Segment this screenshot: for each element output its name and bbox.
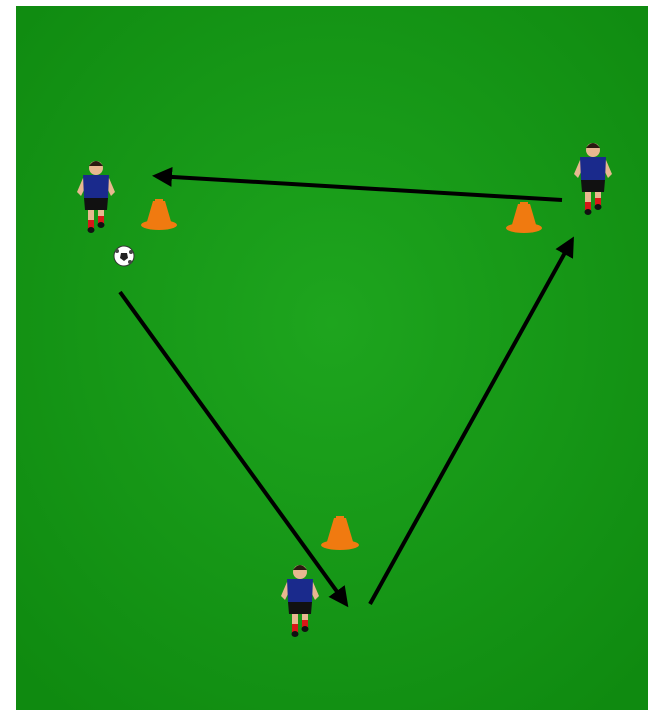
soccer-ball-icon <box>114 246 134 266</box>
pitch-background <box>16 6 648 710</box>
drill-diagram <box>16 6 648 710</box>
training-pitch <box>16 6 648 710</box>
